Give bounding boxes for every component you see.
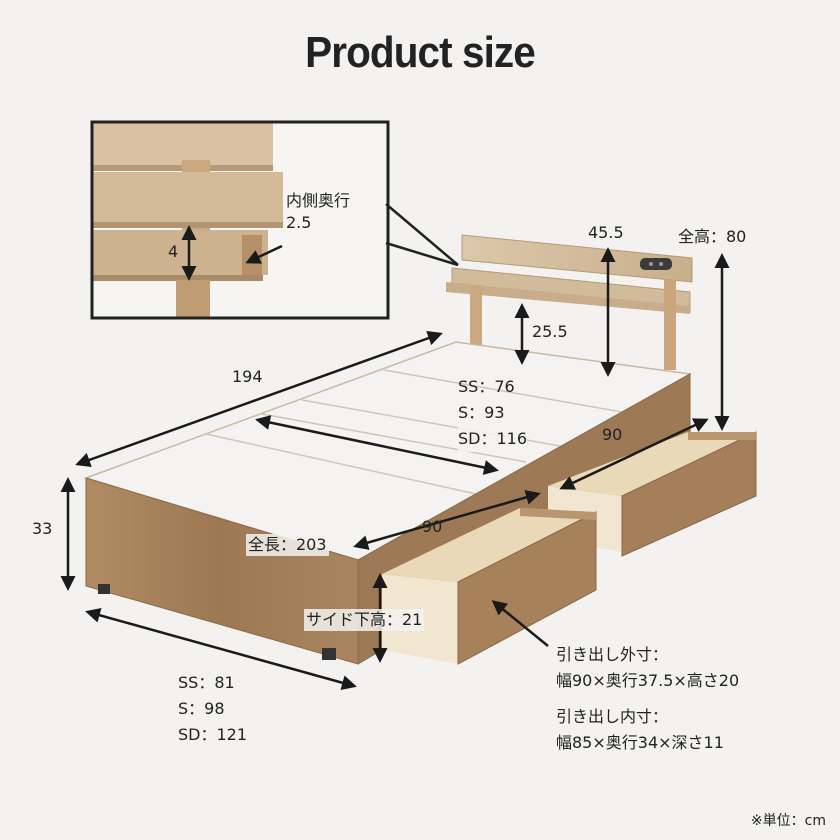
drawer-width-front-label: 90 xyxy=(422,517,443,536)
headboard-gap-label: 25.5 xyxy=(532,322,568,341)
arrow-frame-width-inner xyxy=(255,415,499,475)
total-height-label: 全高：80 xyxy=(678,227,747,246)
drawer-inner-spec: 引き出し内寸： 幅85×奥行34×深さ11 xyxy=(556,707,724,752)
arrow-drawer-width-back xyxy=(559,418,709,490)
unit-note: ※単位：cm xyxy=(750,813,826,829)
page-title: Product size xyxy=(305,28,536,77)
arrow-total-length xyxy=(353,490,541,550)
drawer-outer-spec: 引き出し外寸： 幅90×奥行37.5×高さ20 xyxy=(556,645,740,690)
inset-leader-line xyxy=(385,203,459,266)
headboard xyxy=(446,234,693,370)
frame-width-inner-label: SS：76 S：93 SD：116 xyxy=(458,374,528,452)
dimension-arrows xyxy=(60,225,730,691)
side-under-height-label: サイド下高：21 xyxy=(304,609,425,631)
height-33-label: 33 xyxy=(32,519,53,538)
inset-depth-label: 内側奥行 2.5 xyxy=(286,191,351,232)
headboard-width-label: 45.5 xyxy=(588,223,624,242)
headboard-closeup-inset xyxy=(90,120,459,320)
arrow-drawer-pointer xyxy=(491,600,549,647)
arrow-length-194 xyxy=(75,330,443,468)
arrow-frame-width-outer xyxy=(85,607,357,691)
frame-width-outer-label: SS：81 S：98 SD：121 xyxy=(178,673,248,744)
arrow-inset-depth xyxy=(245,244,283,264)
length-194-label: 194 xyxy=(232,367,263,386)
inset-leader-line xyxy=(385,241,459,267)
inset-height-label: 4 xyxy=(168,242,179,261)
total-length-label: 全長：203 xyxy=(246,534,329,556)
drawer-width-back-label: 90 xyxy=(602,425,623,444)
outlet-icon xyxy=(640,258,672,270)
